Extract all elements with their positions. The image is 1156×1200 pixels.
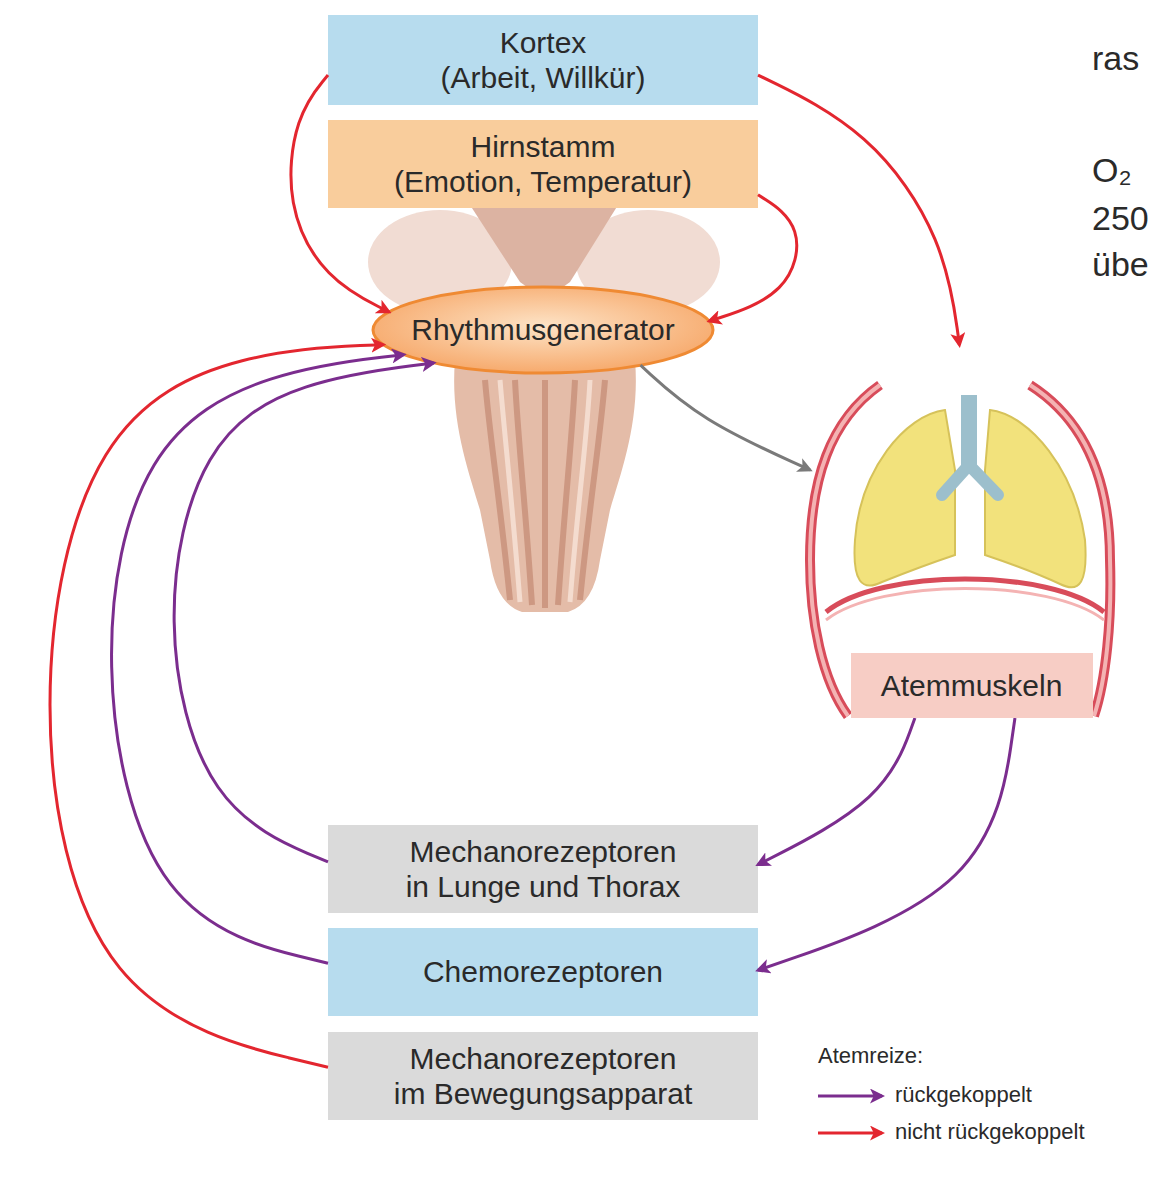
signal-arrow [758,718,915,865]
cropped-note: ras [1092,40,1139,77]
cropped-note: O₂ [1092,152,1132,189]
node-text: (Arbeit, Willkür) [440,60,645,95]
receptor-box: Chemorezeptoren [328,928,758,1016]
signal-arrow [641,365,810,470]
diaphragm [826,579,1104,612]
signal-arrow [758,718,1015,970]
bronchi [942,465,998,495]
brainstem-stripe [542,380,548,608]
cropped-note: übe [1092,246,1149,283]
signal-arrow [50,345,383,1067]
node-text: (Emotion, Temperatur) [394,164,692,199]
trachea [961,395,977,470]
legend-samples [818,1096,882,1133]
brainstem-body [454,360,636,612]
signal-arrow [112,355,404,964]
control-box: Hirnstamm(Emotion, Temperatur) [328,120,758,208]
cropped-note: 250 [1092,200,1149,237]
node-text: Hirnstamm [470,129,615,164]
signal-arrow [758,75,959,345]
brainstem-highlight [500,380,520,602]
legend-text: rückgekoppelt [895,1083,1032,1107]
brainstem-illustration [368,205,720,612]
signal-arrow [291,75,389,312]
node-text: Mechanorezeptoren im Bewegungsapparat [392,1041,695,1112]
brainstem-highlight [570,380,590,602]
legend-text: nicht rückgekoppelt [895,1120,1085,1144]
node-text: Mechanorezeptoren in Lunge und Thorax [401,834,686,905]
receptor-box: Mechanorezeptoren im Bewegungsapparat [328,1032,758,1120]
node-text: Chemorezeptoren [423,954,663,989]
brainstem-stripe [485,380,510,600]
control-box: Kortex(Arbeit, Willkür) [328,15,758,105]
generator-ellipse: Rhythmusgenerator [371,285,715,375]
node-text: Rhythmusgenerator [411,312,674,347]
legend-heading: Atemreize: [818,1044,923,1068]
muscle-figure: Atemmuskeln [810,345,1115,718]
node-text: Atemmuskeln [851,653,1093,718]
receptor-box: Mechanorezeptoren in Lunge und Thorax [328,825,758,913]
ellipse-shape [373,287,713,373]
signal-arrow [709,195,796,321]
diaphragm [826,589,1104,621]
legend-arrow [818,1132,882,1135]
signal-arrow [174,363,434,862]
legend-arrow [818,1095,882,1098]
brainstem-stripe [580,380,605,600]
node-text: Kortex [500,25,587,60]
